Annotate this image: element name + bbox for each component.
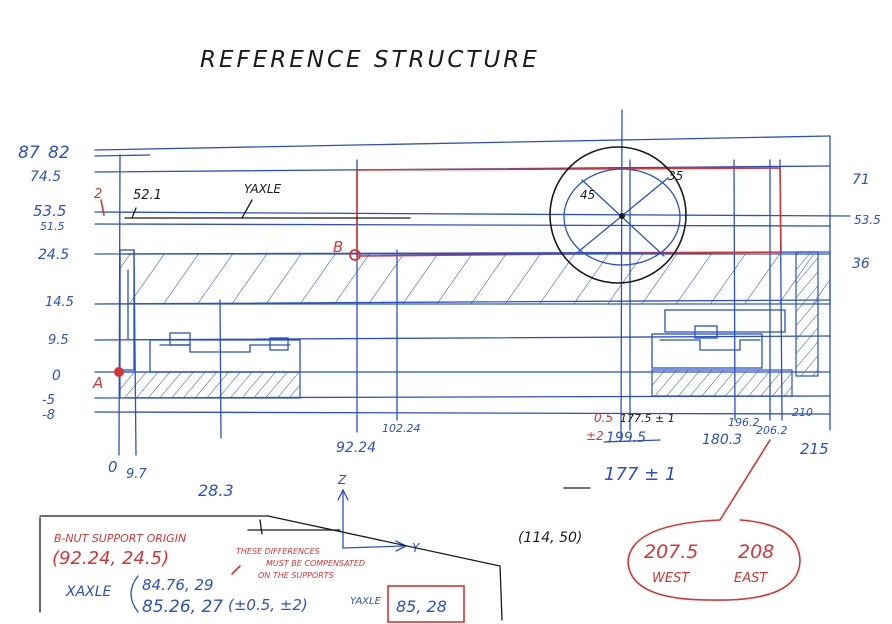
right-support <box>651 251 819 397</box>
left-dimension-labels: 87 82 74.5 53.5 51.5 24.5 14.5 9.5 0 -5 … <box>18 143 74 423</box>
west-east-bubble <box>627 439 801 601</box>
dim-74-5: 74.5 <box>30 169 61 185</box>
origin-title: B-NUT SUPPORT ORIGIN <box>54 532 186 545</box>
west-value: 207.5 <box>644 541 698 563</box>
axis-z-label: Z <box>337 473 347 487</box>
dim-bottom-196-2: 196.2 <box>728 416 760 429</box>
dim-0: 0 <box>52 368 61 384</box>
dim-bottom-210: 210 <box>792 406 813 419</box>
xaxle-value-2: 85.26, 27 <box>142 597 223 617</box>
notes-frame <box>39 515 503 621</box>
dim-82: 82 <box>48 143 70 163</box>
yaxle-box <box>387 585 465 623</box>
xaxle-brace <box>130 575 139 613</box>
yaxle-note-label: YAXLE <box>350 596 382 607</box>
differences-note-2: MUST BE COMPENSATED <box>266 559 365 568</box>
differences-arrow <box>231 565 241 575</box>
strikethrough <box>603 439 661 443</box>
yaxle-note-value: 85, 28 <box>396 597 447 616</box>
west-label: WEST <box>652 571 690 586</box>
dim-right-71: 71 <box>852 172 870 188</box>
east-value: 208 <box>738 541 774 563</box>
point-b-label: B <box>333 238 343 256</box>
dim-51-5: 51.5 <box>40 220 65 233</box>
point-b-marker <box>349 249 361 261</box>
bottom-dimension-labels: 0 9.7 28.3 92.24 102.24 0.5 ±2 177.5 ± 1… <box>108 406 829 500</box>
dim-87: 87 <box>18 143 40 163</box>
dim-bottom-177-5: 177.5 ± 1 <box>620 412 675 425</box>
dim-bottom-28-3: 28.3 <box>198 481 234 500</box>
dim-right-36: 36 <box>852 256 870 272</box>
dim-bottom-9-7: 9.7 <box>126 467 147 482</box>
dim-24-5: 24.5 <box>38 247 69 263</box>
marker-two-arrow <box>100 199 105 216</box>
dim-bottom-0: 0 <box>108 458 118 476</box>
rail-top-box <box>356 167 782 257</box>
tolerance-value: (±0.5, ±2) <box>228 596 308 614</box>
differences-note-1: THESE DIFFERENCES <box>236 547 320 556</box>
dim-bottom-pm2: ±2 <box>586 429 604 443</box>
dim-right-53-5: 53.5 <box>854 213 881 227</box>
dim-9-5: 9.5 <box>48 333 69 348</box>
marker-two: 2 <box>94 187 102 202</box>
dim-bottom-206-2: 206.2 <box>756 424 788 437</box>
hatched-beam <box>119 253 831 305</box>
y-axle-value: 52.1 <box>133 188 162 203</box>
dim-minus-8: -8 <box>42 408 55 423</box>
dim-14-5: 14.5 <box>45 295 74 310</box>
dim-minus-5: -5 <box>42 393 55 408</box>
circle-radius-label: 35 <box>668 169 683 183</box>
dim-bottom-102-24: 102.24 <box>382 422 421 435</box>
dim-bottom-92-24: 92.24 <box>336 440 376 456</box>
bearing-circle <box>549 146 687 284</box>
dim-bottom-215: 215 <box>800 440 829 458</box>
dim-53-5: 53.5 <box>33 202 66 220</box>
xaxle-label: XAXLE <box>65 584 112 600</box>
right-dimension-labels: 71 53.5 36 <box>852 172 881 272</box>
left-support <box>119 249 301 399</box>
center-value: 177 ± 1 <box>604 464 676 485</box>
y-axle-line <box>124 199 411 219</box>
point-a-label: A <box>92 374 103 392</box>
east-label: EAST <box>734 571 768 586</box>
drawing-title: REFERENCE STRUCTURE <box>200 47 540 73</box>
y-axle-label: YAXLE <box>244 182 282 196</box>
coordinate-note: (114, 50) <box>518 530 582 546</box>
point-a-marker <box>114 367 124 377</box>
xaxle-value-1: 84.76, 29 <box>142 576 214 594</box>
dim-bottom-199-5: 199.5 <box>606 430 646 446</box>
dim-bottom-0-5: 0.5 <box>594 411 613 425</box>
circle-diameter-label: 45 <box>580 188 595 202</box>
origin-value: (92.24, 24.5) <box>52 548 169 569</box>
dim-bottom-180-3: 180.3 <box>702 432 742 448</box>
differences-note-3: ON THE SUPPORTS <box>258 571 334 580</box>
axis-indicator <box>337 488 408 552</box>
